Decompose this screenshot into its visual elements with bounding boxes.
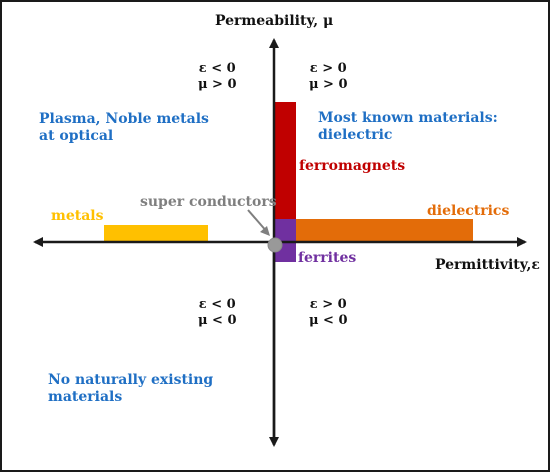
ferromagnets-label: ferromagnets	[299, 158, 406, 174]
super-conductors-label: super conductors	[140, 194, 277, 210]
quadrant-bottom-left: ε < 0 μ < 0	[198, 297, 237, 330]
quadrant-bottom-right: ε > 0 μ < 0	[309, 297, 348, 330]
quadrant-top-right-eps: ε > 0	[309, 61, 347, 76]
quadrant-bottom-right-eps: ε > 0	[309, 297, 347, 312]
y-axis-label: Permeability, μ	[215, 13, 334, 29]
metals-bar	[104, 225, 208, 241]
quadrant-top-left-mu: μ > 0	[198, 77, 237, 93]
ferrites-label: ferrites	[298, 250, 357, 266]
plasma-description-line1: Plasma, Noble metals	[39, 111, 209, 127]
ferromagnets-bar	[274, 102, 296, 219]
super-conductor-dot	[267, 237, 283, 253]
dielectrics-bar	[296, 219, 473, 241]
dielectrics-label: dielectrics	[427, 203, 510, 219]
no-natural-materials-line2: materials	[48, 388, 123, 405]
no-natural-materials-line1: No naturally existing	[48, 372, 214, 388]
quadrant-top-right-mu: μ > 0	[309, 77, 348, 93]
quadrant-bottom-right-mu: μ < 0	[309, 313, 348, 329]
x-axis-label: Permittivity,ε	[435, 257, 540, 273]
quadrant-bottom-left-mu: μ < 0	[198, 313, 237, 329]
quadrant-top-left-eps: ε < 0	[198, 61, 236, 76]
known-materials-line2: dielectric	[318, 126, 393, 143]
known-materials-description: Most known materials: dielectric	[318, 110, 498, 144]
plasma-description: Plasma, Noble metals at optical	[39, 111, 209, 145]
quadrant-bottom-left-eps: ε < 0	[198, 297, 236, 312]
no-natural-materials-description: No naturally existing materials	[48, 372, 213, 406]
quadrant-top-left: ε < 0 μ > 0	[198, 61, 237, 94]
metals-label: metals	[51, 208, 104, 224]
known-materials-line1: Most known materials:	[318, 110, 498, 126]
quadrant-top-right: ε > 0 μ > 0	[309, 61, 348, 94]
ferrites-bar	[274, 219, 296, 262]
super-conductor-pointer-head	[260, 226, 270, 236]
plasma-description-line2: at optical	[39, 127, 114, 144]
